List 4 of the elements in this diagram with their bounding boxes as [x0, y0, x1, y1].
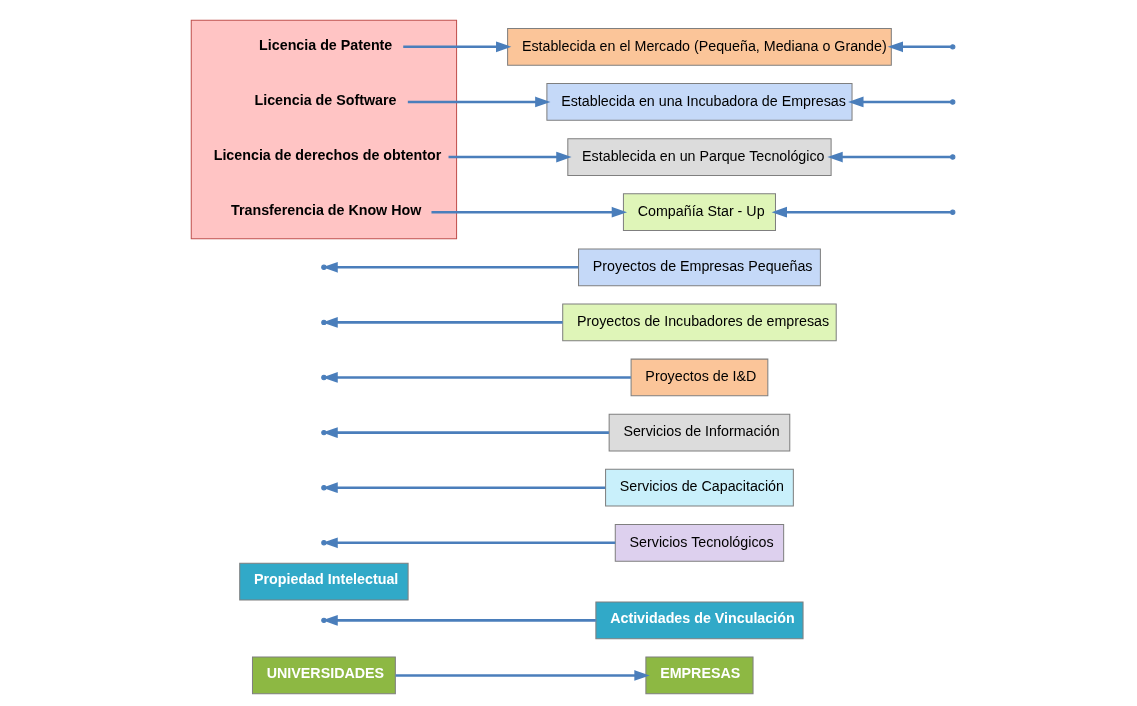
node-text: Licencia de Software — [254, 91, 396, 108]
node-text: Licencia de derechos de obtentor — [213, 146, 441, 163]
node-text: Transferencia de Know How — [230, 201, 421, 218]
node-text: Licencia de Patente — [258, 36, 392, 53]
